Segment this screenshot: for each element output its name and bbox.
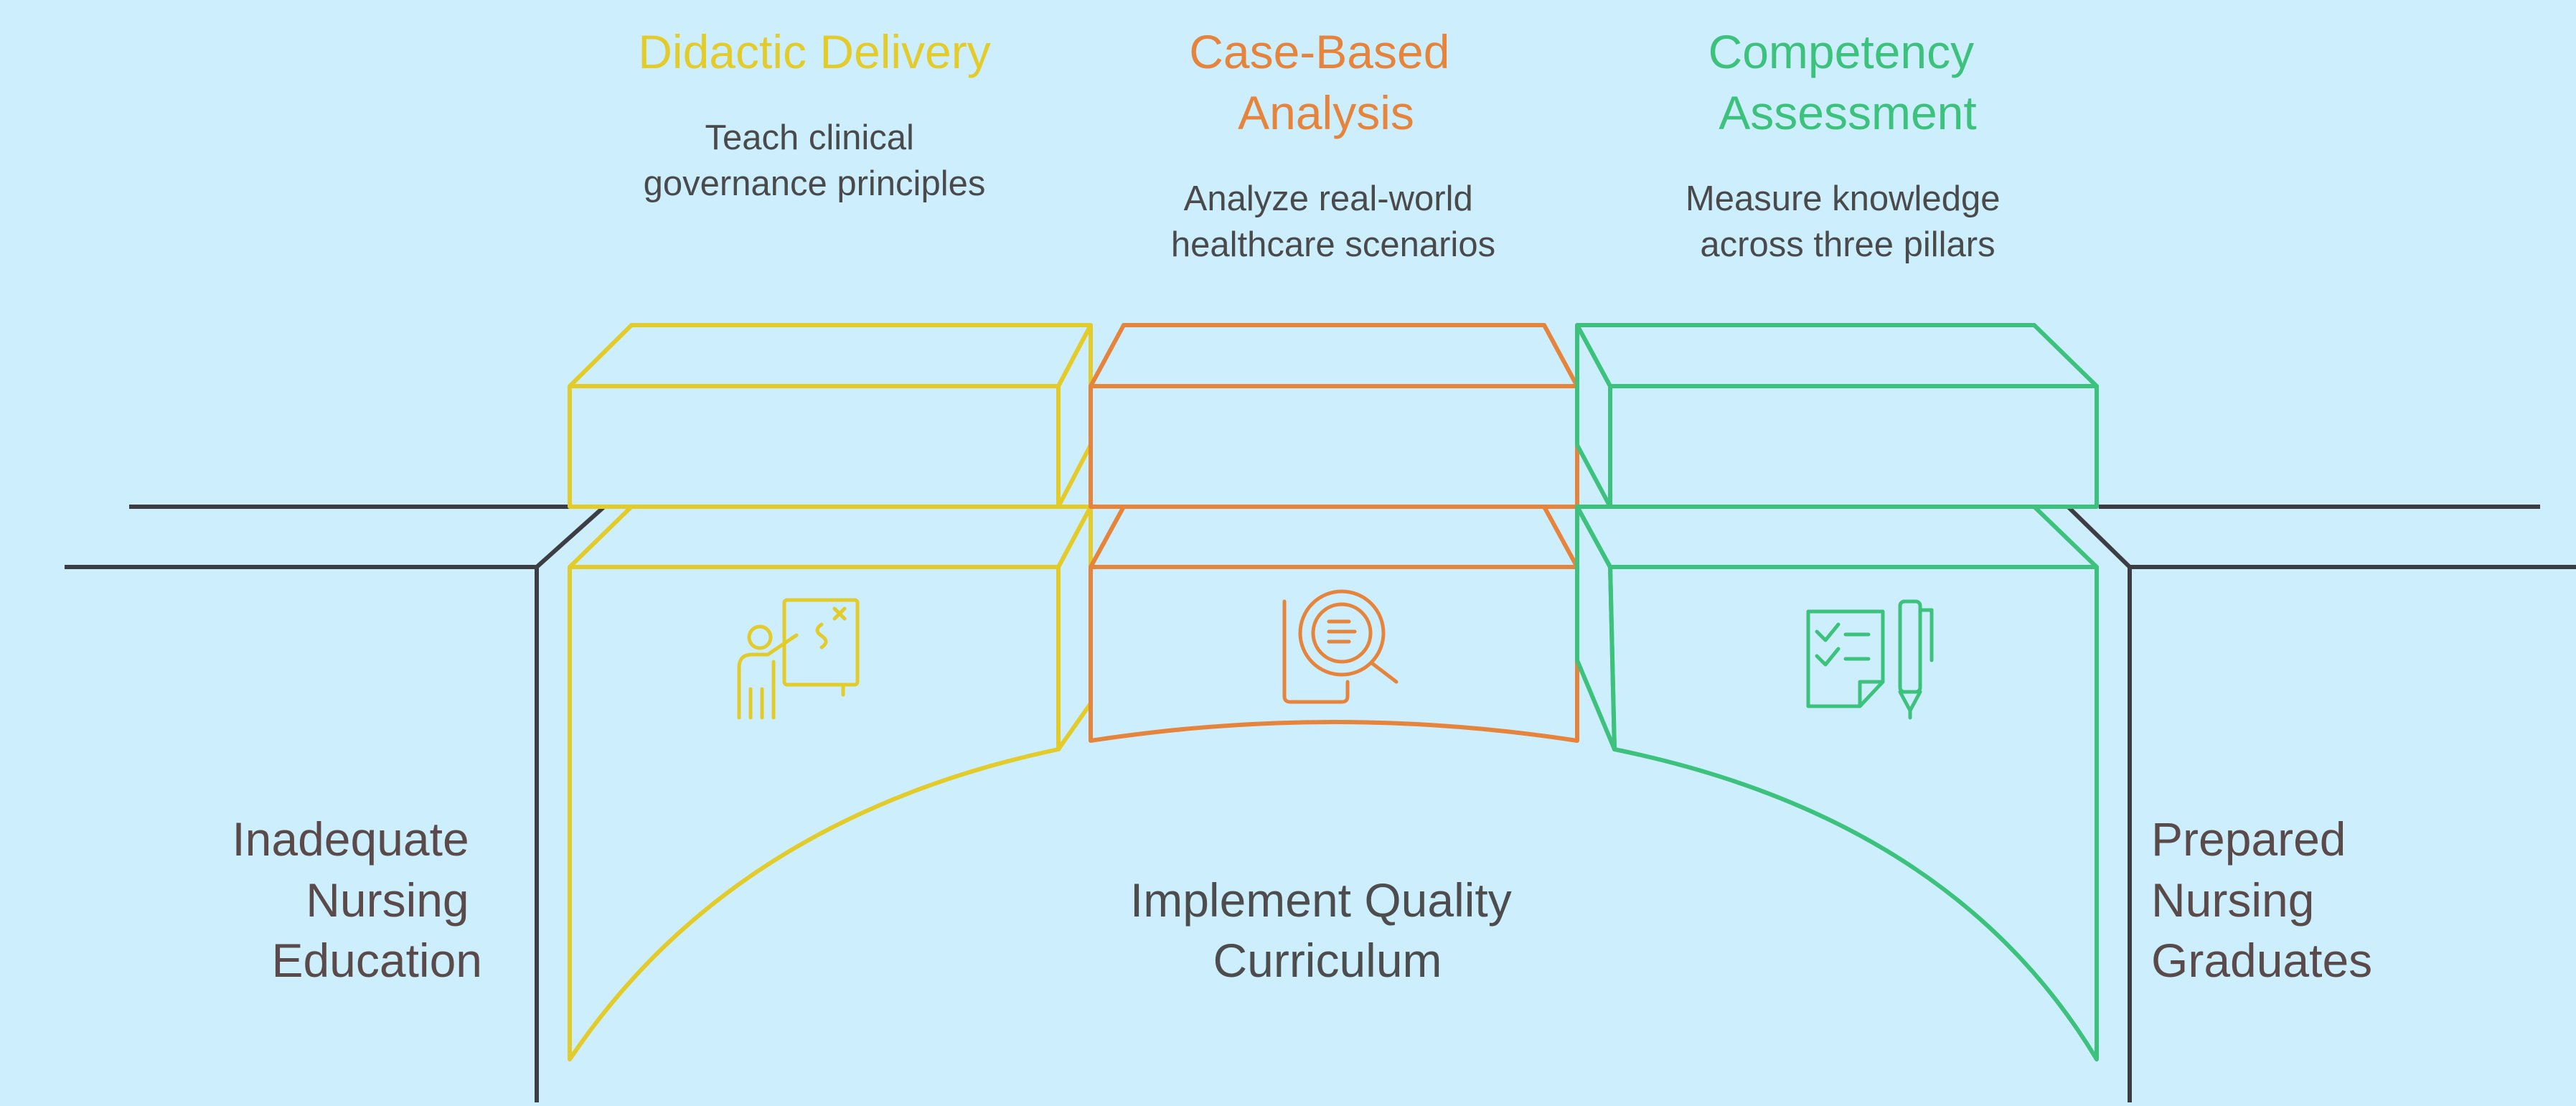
didactic-block: [568, 323, 1093, 1062]
left-cliff: [65, 505, 606, 1102]
competency-block: [1575, 323, 2099, 1062]
pillar-competency: Competency Assessment Measure knowledge …: [1686, 25, 2010, 264]
case-based-block: [1089, 323, 1579, 743]
pillar-title: Competency Assessment: [1708, 25, 1988, 139]
pillar-case-based: Case-Based Analysis Analyze real-world h…: [1171, 25, 1495, 264]
document-magnifier-icon: [1282, 589, 1399, 704]
pillar-description: Teach clinical governance principles: [644, 118, 986, 203]
teacher-at-board-icon: [737, 598, 860, 720]
left-label: Inadequate Nursing Education: [232, 812, 482, 987]
pillar-description: Analyze real-world healthcare scenarios: [1171, 179, 1495, 264]
checklist-pen-icon: [1806, 599, 1934, 720]
right-label: Prepared Nursing Graduates: [2151, 812, 2372, 987]
right-cliff: [2066, 505, 2576, 1102]
pillar-description: Measure knowledge across three pillars: [1686, 179, 2010, 264]
pillar-title: Didactic Delivery: [638, 25, 990, 78]
center-label: Implement Quality Curriculum: [1130, 873, 1525, 987]
pillar-title: Case-Based Analysis: [1189, 25, 1463, 139]
pillar-didactic: Didactic Delivery Teach clinical governa…: [638, 25, 990, 203]
